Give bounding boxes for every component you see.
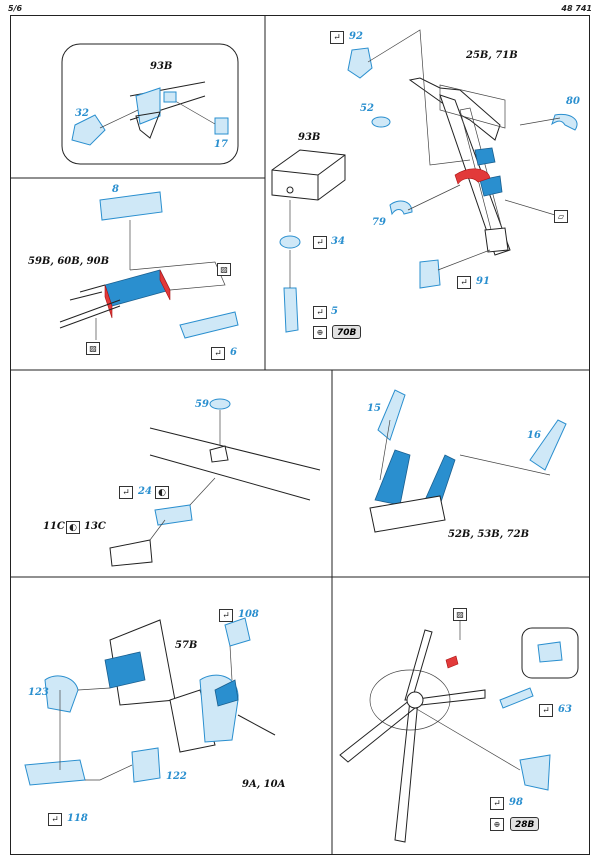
- part-93b-highlight: [135, 87, 161, 125]
- fold-arrow-icon: ↵: [330, 31, 344, 44]
- label-59b-60b-90b: 59B, 60B, 90B: [28, 256, 110, 267]
- label-13c: 13C: [84, 521, 106, 532]
- part-122: [131, 747, 161, 783]
- part-8: [99, 191, 163, 221]
- label-59: 59: [195, 399, 209, 410]
- part-17: [214, 117, 229, 135]
- fold-arrow-icon: ↵: [219, 609, 233, 622]
- label-63: 63: [558, 704, 572, 715]
- part-63: [499, 687, 534, 709]
- detail-inset-fuselage: [61, 43, 239, 165]
- fold-arrow-icon: ↵: [313, 236, 327, 249]
- page-number: 5/6: [8, 4, 23, 13]
- label-123: 123: [28, 687, 49, 698]
- detail-rotor: [339, 615, 579, 843]
- part-118: [24, 759, 86, 786]
- detail-seat: [369, 389, 567, 533]
- paint-pattern-icon: ▨: [453, 608, 467, 621]
- part-16: [529, 419, 567, 471]
- label-32: 32: [75, 108, 89, 119]
- label-122: 122: [166, 771, 187, 782]
- fold-arrow-icon: ↵: [457, 276, 471, 289]
- label-57b: 57B: [175, 640, 198, 651]
- label-98: 98: [509, 797, 523, 808]
- label-5: 5: [331, 306, 338, 317]
- label-52: 52: [360, 103, 374, 114]
- half-etch-icon: ◐: [66, 521, 80, 534]
- detail-landing-gear: [271, 29, 578, 333]
- part-92: [347, 47, 373, 79]
- detail-radiator: [59, 191, 239, 340]
- label-92: 92: [349, 31, 363, 42]
- label-93b-inset: 93B: [150, 61, 173, 72]
- part-seat-base: [369, 495, 446, 533]
- detail-fuselage-section: [109, 398, 321, 567]
- label-24: 24: [138, 486, 152, 497]
- half-etch-icon: ◐: [155, 486, 169, 499]
- part-24: [154, 504, 193, 526]
- fold-arrow-icon: ↵: [211, 347, 225, 360]
- product-code: 48 741: [561, 4, 592, 13]
- fold-arrow-icon: ↵: [313, 306, 327, 319]
- part-59: [209, 398, 231, 410]
- paint-pattern-icon: ▨: [86, 342, 100, 355]
- ref-28b: 28B: [510, 817, 540, 831]
- part-5: [283, 287, 299, 333]
- label-34: 34: [331, 236, 345, 247]
- fold-arrow-icon: ↵: [490, 797, 504, 810]
- label-108: 108: [238, 609, 259, 620]
- fold-arrow-icon: ↵: [48, 813, 62, 826]
- label-8: 8: [112, 184, 119, 195]
- ref-70b: 70B: [332, 325, 362, 339]
- fold-arrow-icon: ↵: [119, 486, 133, 499]
- label-9a-10a: 9A, 10A: [242, 779, 286, 790]
- paint-pattern-icon: ▨: [217, 263, 231, 276]
- part-32: [71, 114, 106, 146]
- label-15: 15: [367, 403, 381, 414]
- paint-pattern-icon: ▱: [554, 210, 568, 223]
- label-16: 16: [527, 430, 541, 441]
- label-17: 17: [214, 139, 228, 150]
- part-123: [44, 675, 79, 713]
- part-52: [371, 116, 391, 128]
- part-80: [551, 113, 578, 131]
- part-15: [377, 389, 406, 441]
- part-79: [389, 200, 413, 216]
- part-91: [419, 259, 441, 289]
- engine-ref-icon: ⊕: [313, 326, 327, 339]
- detail-engine: [24, 617, 276, 786]
- part-6: [179, 311, 239, 339]
- label-91: 91: [476, 276, 490, 287]
- label-25b-71b: 25B, 71B: [466, 50, 518, 61]
- label-11c: 11C: [43, 521, 65, 532]
- fold-arrow-icon: ↵: [539, 704, 553, 717]
- part-93b-housing: [271, 149, 346, 201]
- part-98: [519, 754, 551, 791]
- panel-frame-outer: [10, 15, 590, 855]
- part-108: [224, 617, 251, 647]
- label-6: 6: [230, 347, 237, 358]
- label-79: 79: [372, 217, 386, 228]
- engine-ref-icon: ⊕: [490, 818, 504, 831]
- label-80: 80: [566, 96, 580, 107]
- detail-inset-rotor: [521, 627, 579, 679]
- part-34: [279, 235, 301, 249]
- label-93b: 93B: [298, 132, 321, 143]
- label-52b-53b-72b: 52B, 53B, 72B: [448, 529, 530, 540]
- label-118: 118: [67, 813, 88, 824]
